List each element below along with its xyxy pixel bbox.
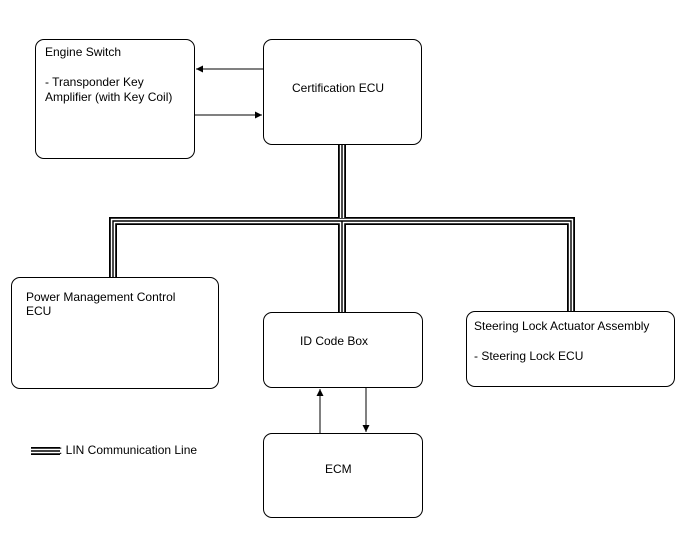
power-management-line2: ECU [26,304,52,318]
id-code-box-title: ID Code Box [300,334,369,348]
steering-lock-title: Steering Lock Actuator Assembly [474,319,650,333]
engine-switch-line2: Amplifier (with Key Coil) [45,90,173,104]
ecm-box: ECM [263,433,423,518]
certification-ecu-box: Certification ECU [263,39,422,145]
certification-ecu-title: Certification ECU [292,81,385,95]
power-management-line1: Power Management Control [26,290,176,304]
steering-lock-box: Steering Lock Actuator Assembly - Steeri… [466,311,675,387]
engine-switch-title: Engine Switch [45,45,122,59]
steering-lock-line1: - Steering Lock ECU [474,349,584,363]
engine-switch-box: Engine Switch - Transponder Key Amplifie… [35,39,195,159]
id-code-box: ID Code Box [263,312,423,388]
power-management-box: Power Management Control ECU [11,277,219,389]
ecm-title: ECM [325,462,352,476]
lin-bus [109,145,575,313]
legend-label: : LIN Communication Line [59,443,198,457]
engine-switch-line1: - Transponder Key [45,75,144,89]
